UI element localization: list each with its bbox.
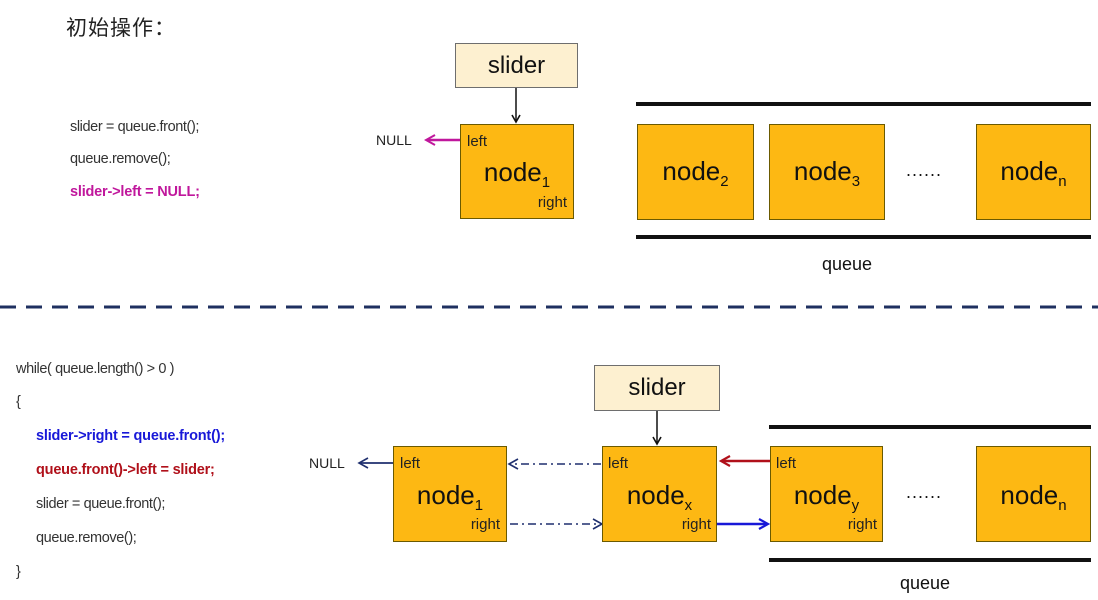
node-n-top: noden bbox=[976, 124, 1091, 220]
right-pointer-label: right bbox=[537, 194, 567, 211]
code-line-1: slider = queue.front(); bbox=[70, 119, 200, 135]
section-title: 初始操作： bbox=[66, 16, 176, 40]
loop-line-6: queue.remove(); bbox=[36, 530, 137, 546]
node-3-top: node3 bbox=[769, 124, 885, 220]
node-1-top: left node1 right bbox=[460, 124, 574, 219]
queue-label-top: queue bbox=[822, 254, 873, 274]
node-label: node1 bbox=[483, 157, 551, 191]
node-1-bottom: left node1 right bbox=[393, 446, 507, 542]
loop-line-3: slider->right = queue.front(); bbox=[36, 428, 225, 444]
node-x: left nodex right bbox=[602, 446, 717, 542]
ellipsis-top: ...... bbox=[906, 160, 943, 180]
loop-line-4: queue.front()->left = slider; bbox=[36, 462, 215, 478]
slider-box-bottom: slider bbox=[594, 365, 720, 411]
loop-line-2: { bbox=[16, 394, 21, 410]
loop-line-5: slider = queue.front(); bbox=[36, 496, 166, 512]
code-line-3: slider->left = NULL; bbox=[70, 184, 200, 200]
node-n-bottom: noden bbox=[976, 446, 1091, 542]
node-y: left nodey right bbox=[770, 446, 883, 542]
loop-line-7: } bbox=[16, 564, 21, 580]
left-pointer-label: left bbox=[467, 133, 488, 150]
null-label-top: NULL bbox=[376, 132, 412, 148]
null-label-bottom: NULL bbox=[309, 455, 345, 471]
queue-label-bottom: queue bbox=[900, 573, 951, 593]
slider-box-top: slider bbox=[455, 43, 578, 88]
node-2-top: node2 bbox=[637, 124, 754, 220]
loop-line-1: while( queue.length() > 0 ) bbox=[16, 361, 175, 377]
ellipsis-bottom: ...... bbox=[906, 482, 943, 502]
code-line-2: queue.remove(); bbox=[70, 151, 171, 167]
